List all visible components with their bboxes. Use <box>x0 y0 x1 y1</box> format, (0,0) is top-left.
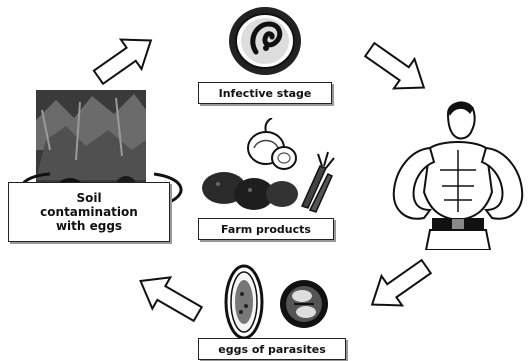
soil-label-line1: Soil <box>76 191 101 205</box>
vegetables-icon <box>198 118 338 218</box>
soil-label-line3: with eggs <box>56 219 122 233</box>
parasite-egg-icon <box>214 262 334 342</box>
arrow-eggs-to-soil <box>132 265 207 329</box>
eggs-of-parasites-label: eggs of parasites <box>198 338 346 360</box>
farm-products-label: Farm products <box>198 218 334 240</box>
soil-label-line2: contamination <box>40 205 138 219</box>
arrow-human-to-eggs <box>362 252 437 319</box>
infective-stage-label: Infective stage <box>198 82 332 104</box>
arrow-soil-to-infective <box>88 26 161 92</box>
arrow-infective-to-human <box>359 35 434 102</box>
muscular-man-icon <box>390 100 526 250</box>
soil-contamination-label: Soil contamination with eggs <box>8 182 170 242</box>
larva-icon <box>226 4 304 78</box>
